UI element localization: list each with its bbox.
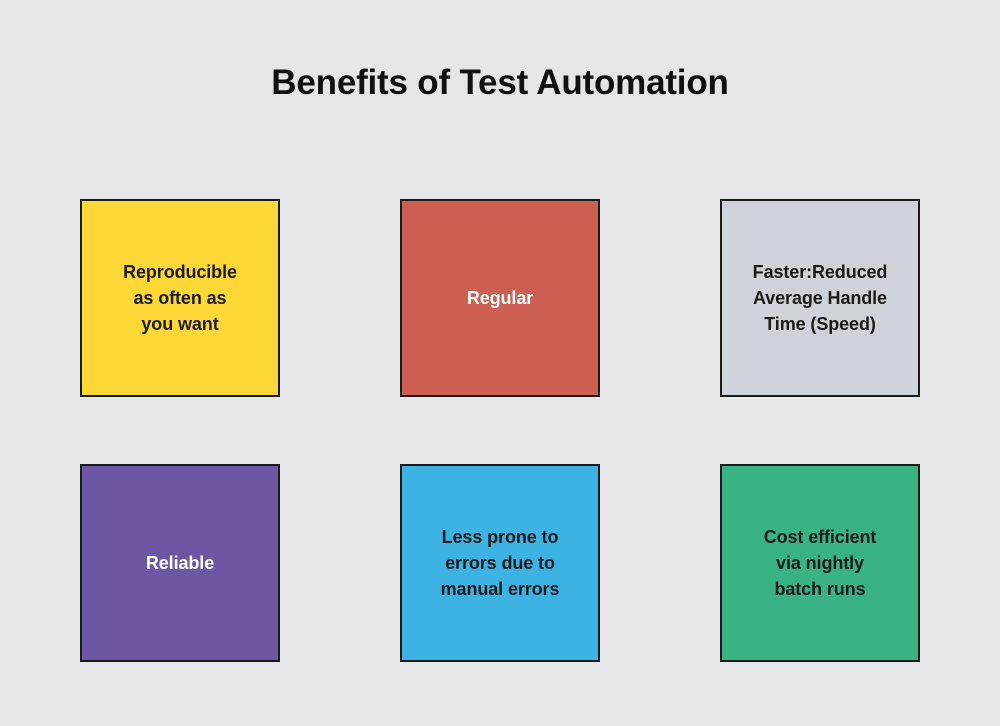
- benefit-card-grid: Reproducible as often as you want Regula…: [80, 199, 920, 662]
- benefit-card-label: Regular: [466, 288, 534, 308]
- benefit-card-regular[interactable]: Regular: [400, 199, 600, 397]
- benefit-card-faster-aht[interactable]: Faster:Reduced Average Handle Time (Spee…: [720, 199, 920, 397]
- benefit-card-label: Less prone to errors due to manual error…: [440, 527, 560, 599]
- benefit-card-reproducible[interactable]: Reproducible as often as you want: [80, 199, 280, 397]
- benefit-card-less-errors[interactable]: Less prone to errors due to manual error…: [400, 464, 600, 662]
- benefit-card-label: Reproducible as often as you want: [123, 262, 237, 334]
- benefit-card-label: Reliable: [145, 553, 215, 573]
- benefit-card-label: Cost efficient via nightly batch runs: [763, 527, 877, 599]
- benefit-card-cost-efficient[interactable]: Cost efficient via nightly batch runs: [720, 464, 920, 662]
- benefit-card-reliable[interactable]: Reliable: [80, 464, 280, 662]
- benefit-card-label: Faster:Reduced Average Handle Time (Spee…: [752, 262, 888, 334]
- page-title: Benefits of Test Automation: [271, 63, 729, 102]
